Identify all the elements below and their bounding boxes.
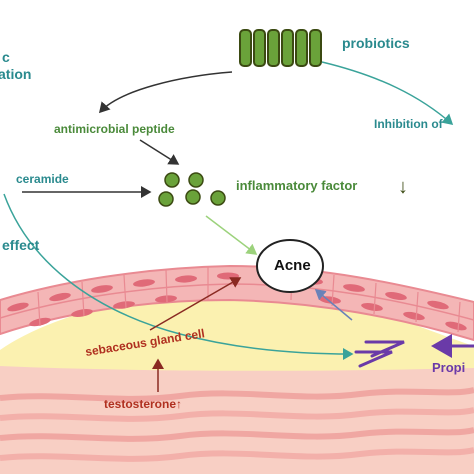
antimicrobial-peptide-label: antimicrobial peptide	[54, 122, 175, 136]
inflammatory-factor-label: inflammatory factor	[236, 178, 357, 193]
probiotic-rod-bacteria-icon	[239, 29, 322, 67]
propi-label: Propi	[432, 360, 465, 375]
arrow-probiotics-to-inhibition	[321, 61, 454, 125]
acne-lesion-icon	[256, 239, 324, 293]
inhibition-label: Inhibition of	[374, 117, 444, 131]
effect-label: effect	[2, 237, 40, 253]
arrow-propi-to-acne	[314, 289, 353, 321]
inflammatory-factor-dots-icon	[158, 172, 226, 207]
epidermis-cell-layer	[0, 264, 474, 342]
acne-label: Acne	[274, 257, 311, 274]
connector-arrows	[3, 61, 474, 392]
dermis-layer	[0, 352, 474, 474]
arrow-dots-to-acne	[205, 215, 258, 255]
probiotics-label: probiotics	[342, 35, 410, 51]
ceramide-label: ceramide	[16, 172, 69, 186]
testosterone-label: testosterone↑	[104, 397, 182, 411]
arrow-peptide-to-dots	[139, 139, 180, 165]
propionibacterium-arrow-icon	[354, 340, 405, 368]
arrow-left-to-propi	[3, 193, 354, 360]
arrow-probiotics-to-peptide	[98, 71, 233, 114]
left-top-label-1: c	[2, 49, 10, 65]
down-arrow-symbol: ↓	[398, 176, 408, 198]
arrow-sebaceous-to-acne	[149, 277, 242, 331]
left-top-label-2: ation	[0, 66, 31, 82]
